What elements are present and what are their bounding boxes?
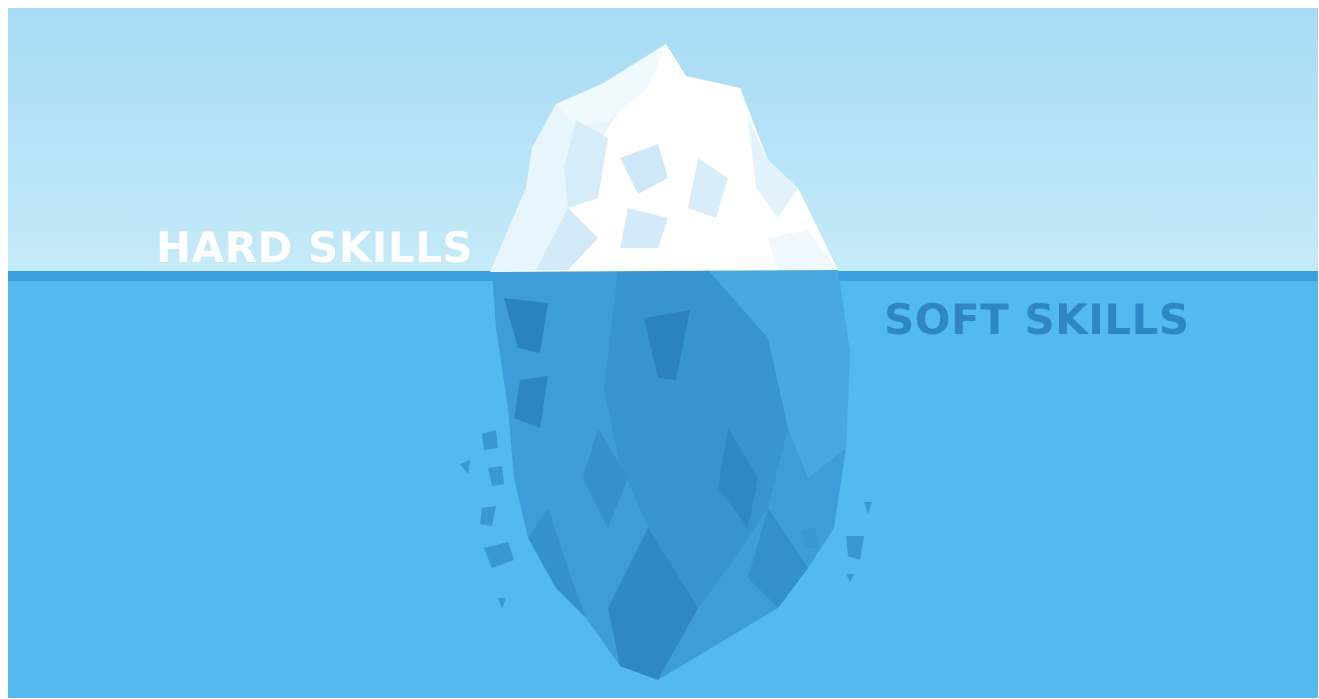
hard-skills-label: HARD SKILLS xyxy=(156,223,474,272)
soft-skills-label: SOFT SKILLS xyxy=(884,295,1190,344)
iceberg-illustration: HARD SKILLS SOFT SKILLS xyxy=(8,8,1318,698)
ice-shards-right xyxy=(802,502,872,582)
ice-shards-left xyxy=(460,430,514,608)
iceberg-underwater xyxy=(492,270,850,680)
iceberg-scene xyxy=(8,8,1318,698)
iceberg-tip xyxy=(490,44,838,272)
